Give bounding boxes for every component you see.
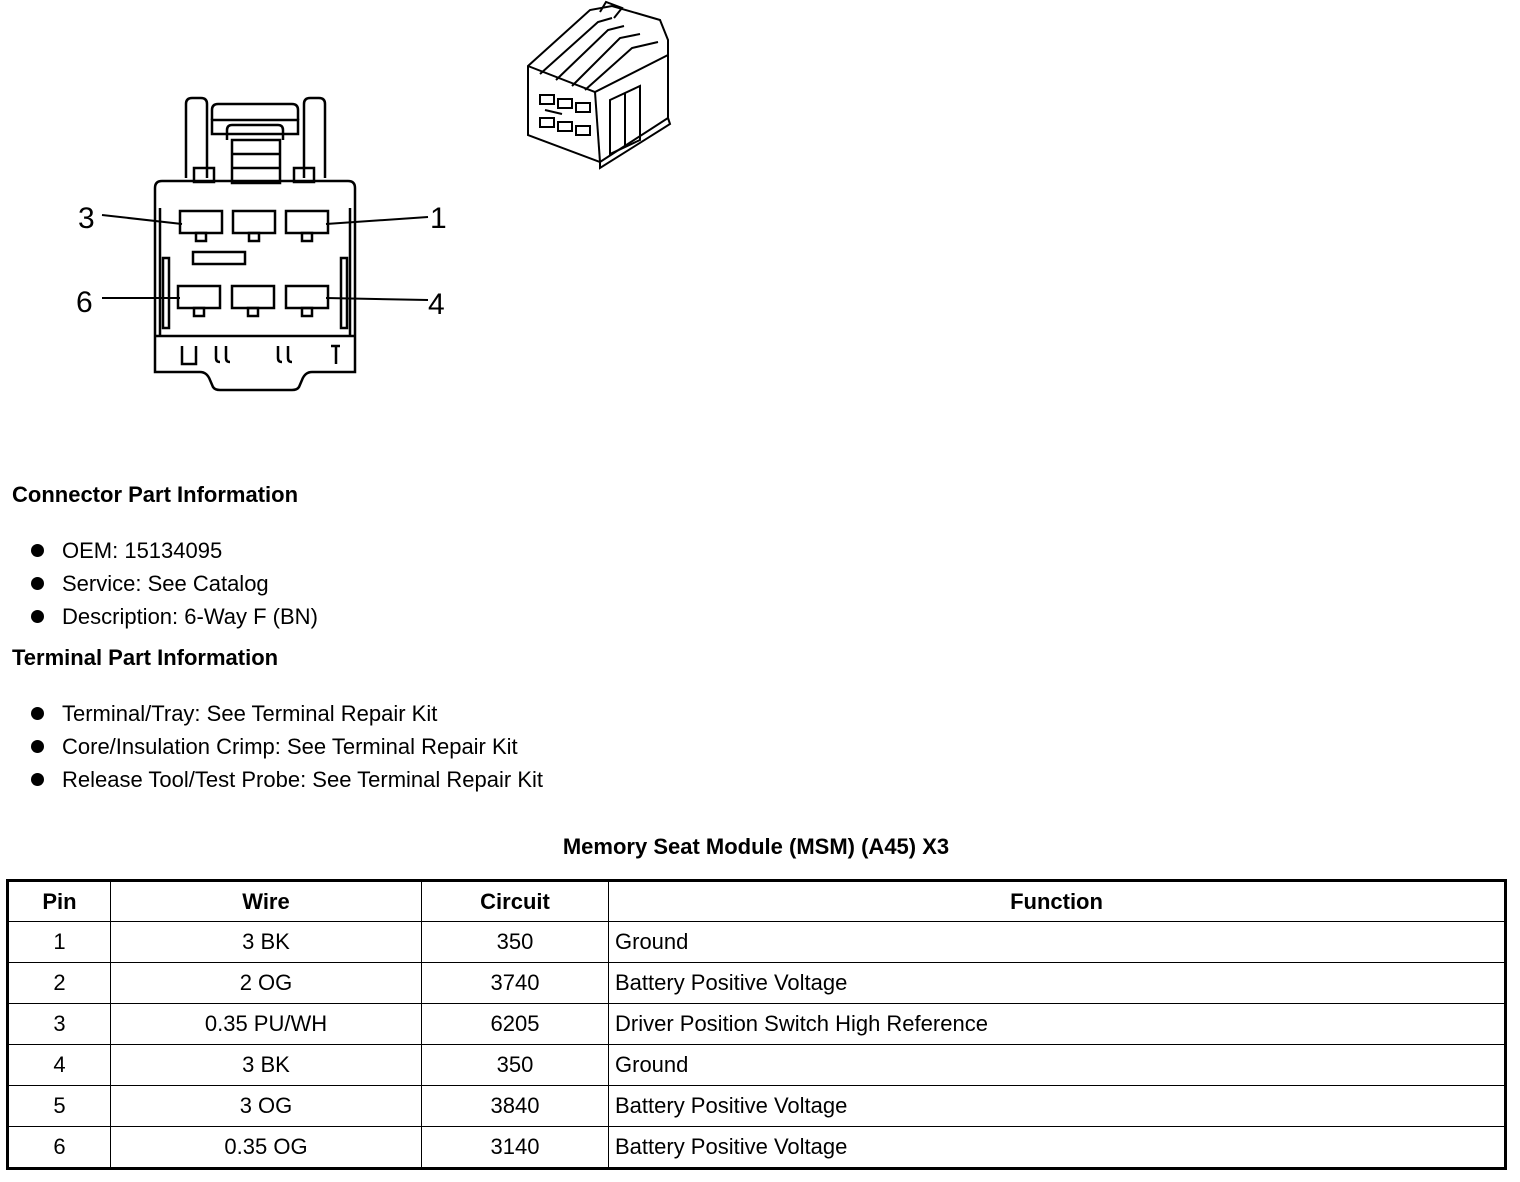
connector-face-diagram: 3 1 6 4 <box>76 96 447 392</box>
list-item: OEM: 15134095 <box>30 534 318 567</box>
circuit-cell: 3740 <box>421 962 609 1004</box>
connector-isometric-illustration <box>527 0 672 170</box>
wire-cell: 3 BK <box>110 921 422 963</box>
connector-part-list: OEM: 15134095 Service: See Catalog Descr… <box>30 534 318 633</box>
function-cell: Battery Positive Voltage <box>608 1126 1506 1169</box>
bullet-icon <box>31 707 44 720</box>
pin-table: Pin Wire Circuit Function 1 3 BK 350 Gro… <box>6 879 1507 1170</box>
column-header-circuit: Circuit <box>421 880 609 922</box>
table-row: 5 3 OG 3840 Battery Positive Voltage <box>7 1085 1506 1127</box>
function-cell: Ground <box>608 921 1506 963</box>
wire-cell: 0.35 PU/WH <box>110 1003 422 1045</box>
circuit-cell: 3840 <box>421 1085 609 1127</box>
function-cell: Ground <box>608 1044 1506 1086</box>
bullet-icon <box>31 544 44 557</box>
circuit-cell: 350 <box>421 1044 609 1086</box>
pin-cell: 4 <box>7 1044 111 1086</box>
bullet-icon <box>31 740 44 753</box>
pin-callout-3: 3 <box>78 202 95 235</box>
pin-cell: 5 <box>7 1085 111 1127</box>
list-item: Core/Insulation Crimp: See Terminal Repa… <box>30 730 543 763</box>
pin-callout-1: 1 <box>430 202 447 235</box>
table-row: 2 2 OG 3740 Battery Positive Voltage <box>7 962 1506 1004</box>
terminal-part-heading: Terminal Part Information <box>12 645 279 670</box>
pin-cell: 2 <box>7 962 111 1004</box>
wire-cell: 0.35 OG <box>110 1126 422 1169</box>
pin-callout-6: 6 <box>76 286 93 319</box>
terminal-part-list: Terminal/Tray: See Terminal Repair Kit C… <box>30 697 543 796</box>
table-row: 1 3 BK 350 Ground <box>7 921 1506 963</box>
circuit-cell: 6205 <box>421 1003 609 1045</box>
column-header-wire: Wire <box>110 880 422 922</box>
wire-cell: 2 OG <box>110 962 422 1004</box>
list-item: Release Tool/Test Probe: See Terminal Re… <box>30 763 543 796</box>
bullet-icon <box>31 773 44 786</box>
list-item: Terminal/Tray: See Terminal Repair Kit <box>30 697 543 730</box>
pin-cell: 6 <box>7 1126 111 1169</box>
wire-cell: 3 OG <box>110 1085 422 1127</box>
table-row: 3 0.35 PU/WH 6205 Driver Position Switch… <box>7 1003 1506 1045</box>
list-item: Service: See Catalog <box>30 567 318 600</box>
bullet-icon <box>31 610 44 623</box>
function-cell: Battery Positive Voltage <box>608 962 1506 1004</box>
list-item: Description: 6-Way F (BN) <box>30 600 318 633</box>
bullet-icon <box>31 577 44 590</box>
pin-callout-4: 4 <box>428 288 445 321</box>
wire-cell: 3 BK <box>110 1044 422 1086</box>
circuit-cell: 350 <box>421 921 609 963</box>
pin-cell: 1 <box>7 921 111 963</box>
table-row: 6 0.35 OG 3140 Battery Positive Voltage <box>7 1126 1506 1169</box>
pin-cell: 3 <box>7 1003 111 1045</box>
connector-part-heading: Connector Part Information <box>12 482 299 507</box>
table-title: Memory Seat Module (MSM) (A45) X3 <box>562 834 950 859</box>
circuit-cell: 3140 <box>421 1126 609 1169</box>
table-header-row: Pin Wire Circuit Function <box>7 880 1506 922</box>
function-cell: Driver Position Switch High Reference <box>608 1003 1506 1045</box>
column-header-function: Function <box>608 880 1506 922</box>
function-cell: Battery Positive Voltage <box>608 1085 1506 1127</box>
column-header-pin: Pin <box>7 880 111 922</box>
table-row: 4 3 BK 350 Ground <box>7 1044 1506 1086</box>
